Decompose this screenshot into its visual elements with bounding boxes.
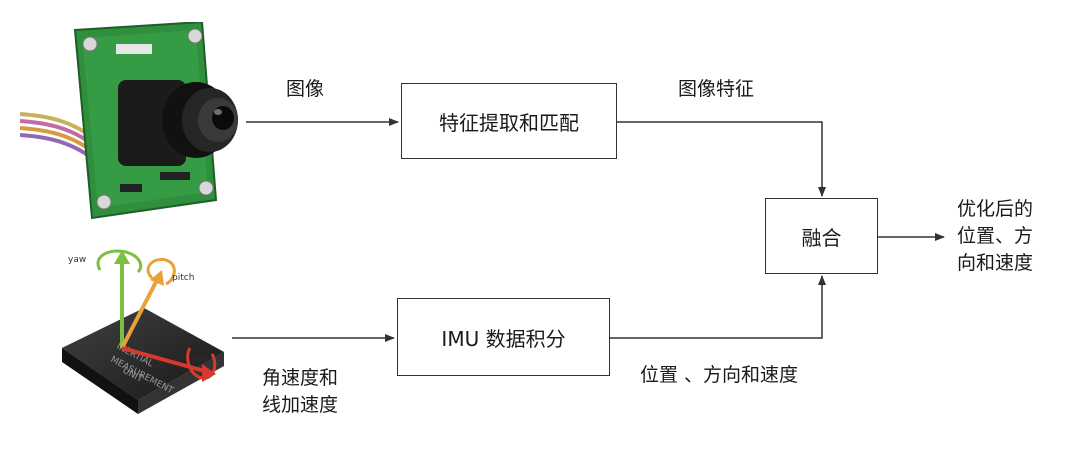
edge-label-image-features: 图像特征 — [678, 78, 755, 100]
camera-module-image — [20, 22, 238, 220]
imu-integration-label: IMU 数据积分 — [441, 326, 566, 351]
imu-axis-roll: roll — [194, 355, 208, 365]
output-line3: 向和速度 — [957, 252, 1034, 274]
edge-label-imu-input: 角速度和 线加速度 — [262, 365, 338, 419]
output-line1: 优化后的 — [957, 198, 1034, 220]
imu-input-line1: 角速度和 — [262, 367, 339, 389]
imu-axis-yaw: yaw — [68, 255, 86, 265]
arrow-feature-to-fusion — [617, 121, 826, 197]
arrow-integration-to-fusion — [610, 275, 826, 339]
fusion-label: 融合 — [801, 225, 842, 250]
feature-extraction-label: 特征提取和匹配 — [439, 110, 579, 135]
output-line2: 位置、方 — [957, 225, 1034, 247]
imu-integration-box: IMU 数据积分 — [397, 298, 610, 376]
imu-axis-pitch: pitch — [172, 273, 194, 283]
imu-chip-image: INERTIAL MEASUREMENT UNIT yaw pitch roll — [62, 249, 224, 414]
camera-lens — [118, 80, 238, 166]
feature-extraction-box: 特征提取和匹配 — [401, 83, 617, 159]
edge-label-output: 优化后的 位置、方 向和速度 — [957, 196, 1033, 277]
imu-input-line2: 线加速度 — [262, 394, 339, 416]
imu-axes — [96, 249, 217, 382]
edge-label-imu-output: 位置 、方向和速度 — [640, 364, 799, 386]
fusion-box: 融合 — [765, 198, 878, 274]
edge-label-image: 图像 — [286, 78, 325, 100]
